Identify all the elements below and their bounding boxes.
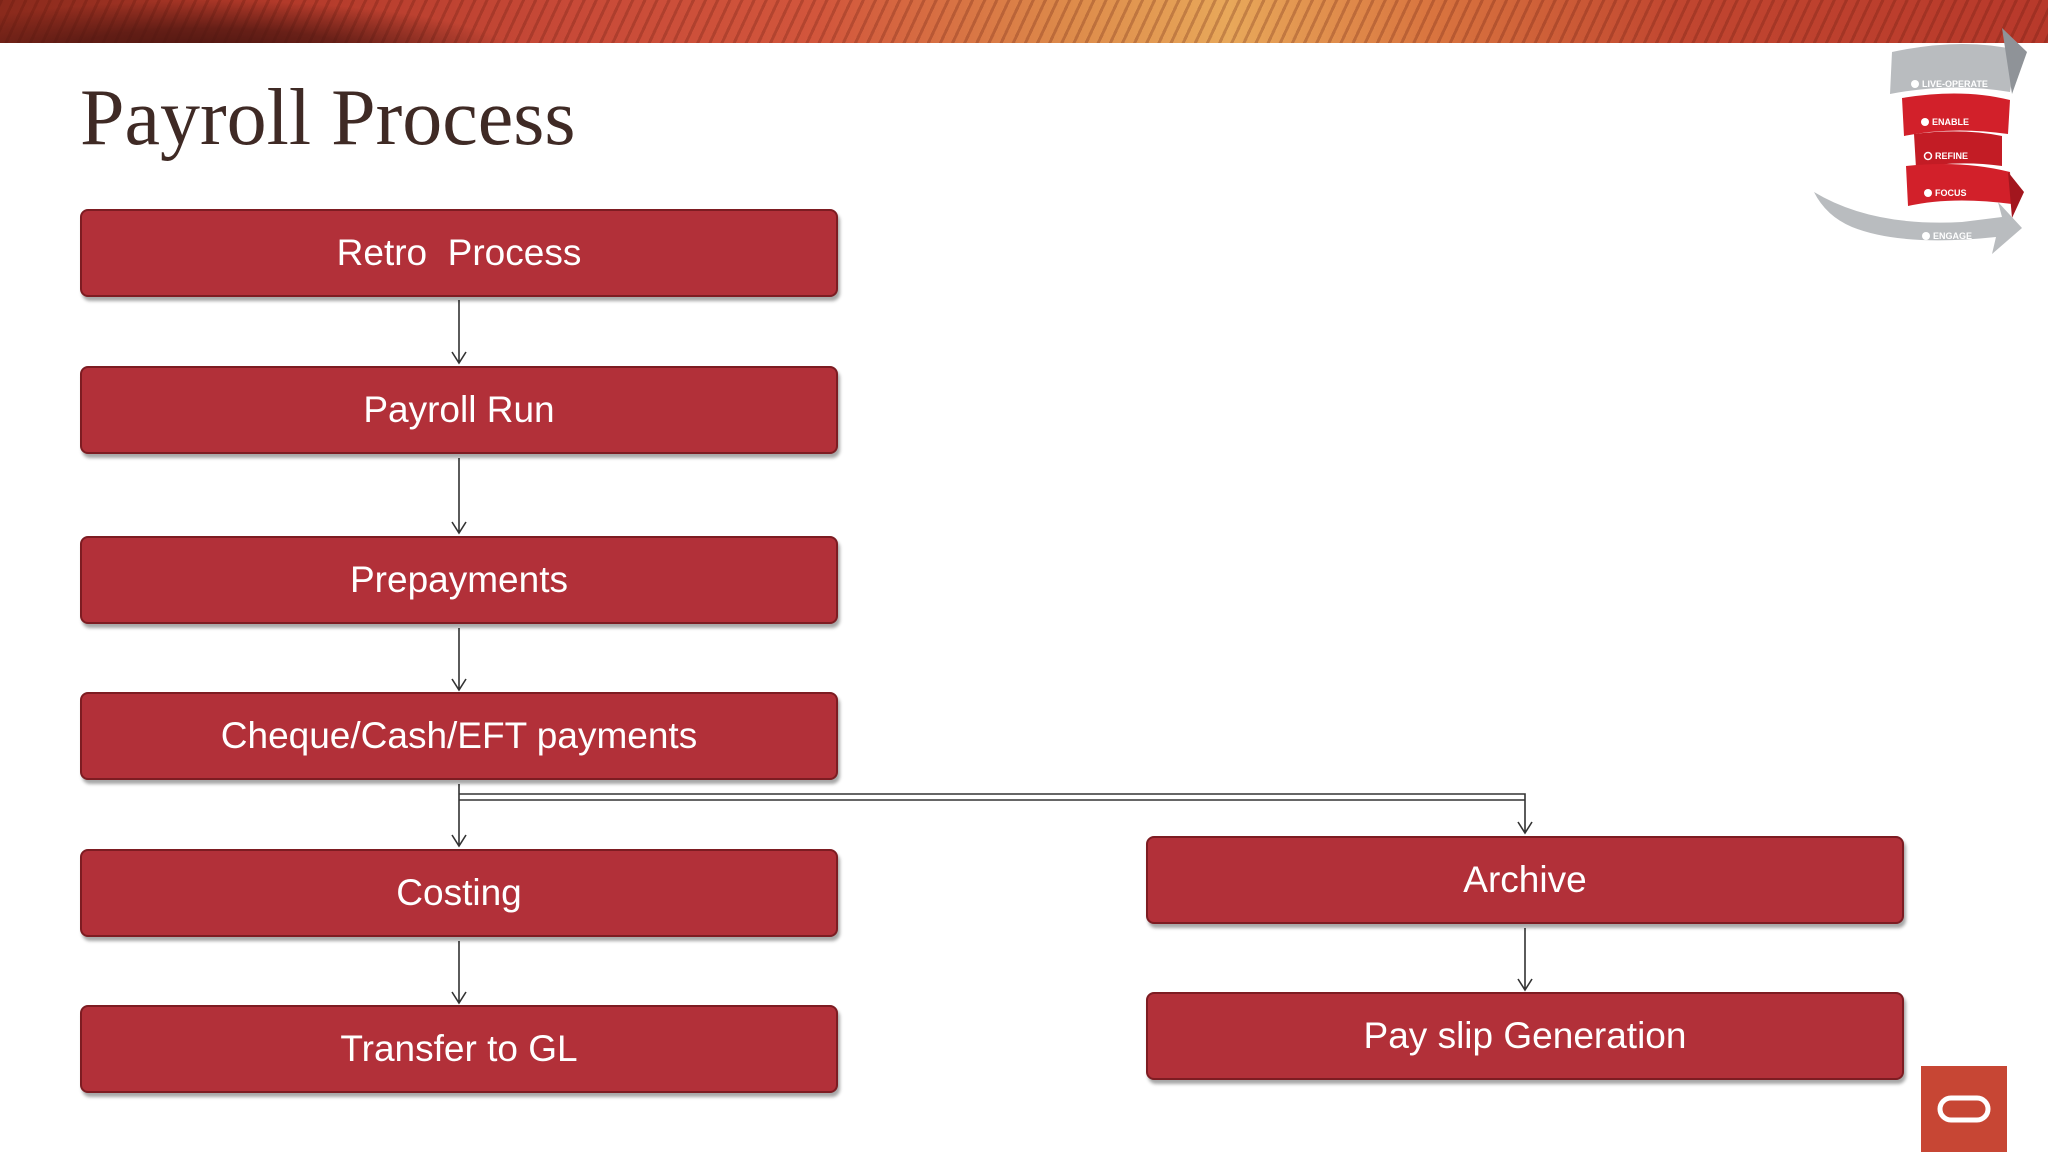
arrow-costing-to-transfer-gl	[451, 941, 467, 1005]
header-banner	[0, 0, 2048, 43]
step-label: Transfer to GL	[340, 1028, 578, 1069]
step-retro-process: Retro Process	[80, 209, 838, 297]
step-payments: Cheque/Cash/EFT payments	[80, 692, 838, 780]
step-payroll-run: Payroll Run	[80, 366, 838, 454]
badge-level-label: LIVE-OPERATE	[1922, 79, 1988, 89]
step-label: Payroll Run	[363, 389, 555, 430]
step-payslip-generation: Pay slip Generation	[1146, 992, 1904, 1080]
arrow-retro-to-payroll-run	[451, 300, 467, 365]
oracle-logo-icon	[1921, 1066, 2007, 1152]
badge-level-label: ENGAGE	[1933, 231, 1972, 241]
badge-level-label: REFINE	[1935, 151, 1968, 161]
step-transfer-to-gl: Transfer to GL	[80, 1005, 838, 1093]
step-prepayments: Prepayments	[80, 536, 838, 624]
arrow-payments-to-archive	[459, 793, 1533, 835]
arrow-prepayments-to-payments	[451, 628, 467, 692]
step-label: Retro Process	[336, 232, 582, 273]
step-label: Pay slip Generation	[1363, 1015, 1687, 1056]
step-label: Archive	[1463, 859, 1587, 900]
badge-level-label: FOCUS	[1935, 188, 1967, 198]
step-archive: Archive	[1146, 836, 1904, 924]
methodology-spiral-icon: LIVE-OPERATE ENABLE REFINE FOCUS ENGAGE	[1814, 28, 2027, 254]
step-label: Costing	[396, 872, 522, 913]
step-costing: Costing	[80, 849, 838, 937]
step-label: Prepayments	[350, 559, 568, 600]
arrow-payroll-run-to-prepayments	[451, 458, 467, 535]
badge-level-label: ENABLE	[1932, 117, 1969, 127]
slide-title: Payroll Process	[80, 74, 576, 162]
step-label: Cheque/Cash/EFT payments	[220, 715, 698, 756]
arrow-archive-to-payslip	[1517, 928, 1533, 992]
